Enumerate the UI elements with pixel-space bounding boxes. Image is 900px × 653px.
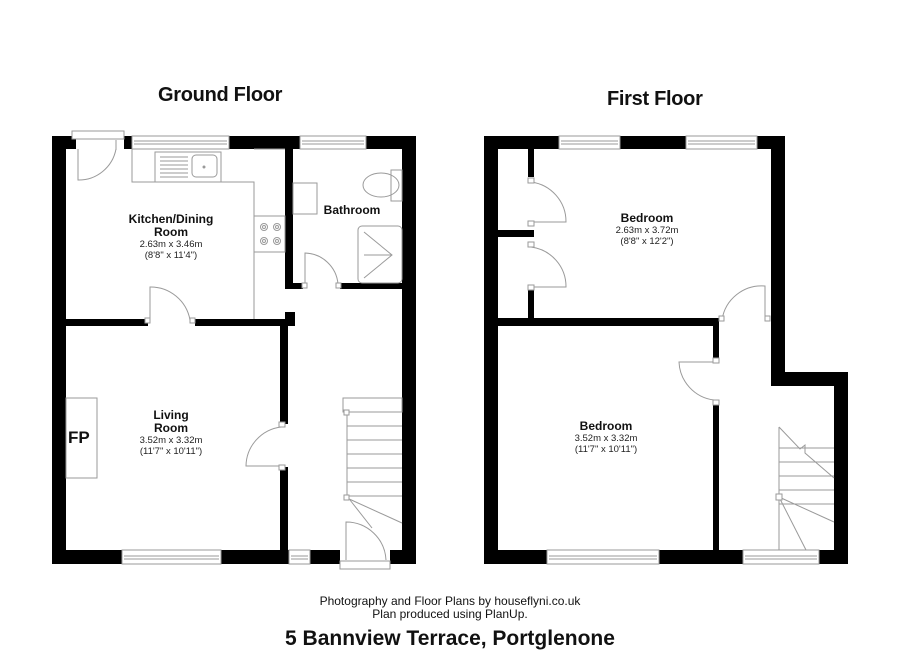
room-name: Kitchen/Dining bbox=[128, 212, 214, 226]
bathroom-label: Bathroom bbox=[324, 204, 381, 217]
credit-line-planup: Plan produced using PlanUp. bbox=[372, 607, 528, 621]
fireplace-icon bbox=[65, 397, 98, 479]
bathroom-fixtures bbox=[292, 169, 403, 284]
room-name: Living bbox=[153, 408, 189, 422]
room-dimensions-metric: 2.63m x 3.72m bbox=[615, 225, 679, 236]
room-name: Bedroom bbox=[620, 211, 674, 225]
kitchen-units bbox=[131, 148, 286, 319]
room-dimensions-metric: 2.63m x 3.46m bbox=[139, 239, 203, 250]
room-name: Bedroom bbox=[579, 419, 633, 433]
wash-basin-icon bbox=[292, 182, 318, 215]
ground-floor-title: Ground Floor bbox=[158, 84, 283, 106]
kitchen-sink-icon bbox=[191, 154, 218, 178]
room-name-line-2: Room bbox=[154, 421, 188, 435]
room-dimensions-imperial: (8'8" x 12'2") bbox=[620, 236, 674, 247]
room-dimensions-metric: 3.52m x 3.32m bbox=[139, 435, 203, 446]
toilet-icon bbox=[362, 172, 400, 198]
room-dimensions-imperial: (11'7" x 10'11") bbox=[574, 444, 638, 455]
room-dimensions-imperial: (11'7" x 10'11") bbox=[139, 446, 203, 457]
ground-floor-doors bbox=[71, 130, 391, 570]
shower-tray-icon bbox=[357, 225, 403, 284]
ground-floor-windows bbox=[121, 135, 367, 565]
first-floor-doors bbox=[527, 177, 771, 406]
first-stairs-icon bbox=[775, 426, 835, 551]
room-dimensions-metric: 3.52m x 3.32m bbox=[574, 433, 638, 444]
ground-stairs-icon bbox=[342, 397, 403, 529]
hob-icon bbox=[260, 223, 281, 245]
first-floor-title: First Floor bbox=[607, 88, 703, 110]
credit-line-photography: Photography and Floor Plans by houseflyn… bbox=[319, 594, 581, 608]
front-bedroom-label: Bedroom 3.52m x 3.32m (11'7" x 10'11") bbox=[574, 419, 638, 456]
first-floor-windows bbox=[546, 135, 820, 565]
first-floor-walls bbox=[484, 136, 848, 564]
fireplace-label: FP bbox=[68, 428, 90, 447]
sink-drainer-icon bbox=[160, 156, 188, 178]
living-room-label: Living Room 3.52m x 3.32m (11'7" x 10'11… bbox=[139, 408, 203, 458]
ground-floor-plan bbox=[52, 130, 416, 570]
room-name-line-2: Room bbox=[153, 225, 188, 239]
kitchen-dining-room-label: Kitchen/Dining Room 2.63m x 3.46m (8'8" … bbox=[128, 212, 214, 262]
room-name: Bathroom bbox=[323, 203, 381, 217]
first-floor-plan bbox=[484, 135, 848, 565]
rear-bedroom-label: Bedroom 2.63m x 3.72m (8'8" x 12'2") bbox=[615, 211, 679, 248]
room-dimensions-imperial: (8'8" x 11'4") bbox=[144, 250, 198, 261]
property-address: 5 Bannview Terrace, Portglenone bbox=[285, 627, 615, 650]
ground-floor-walls bbox=[52, 136, 416, 564]
